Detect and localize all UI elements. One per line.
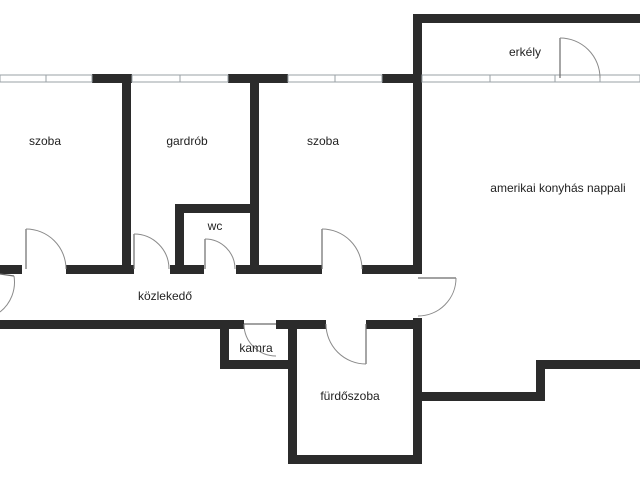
wall-top-left-pier [92, 74, 132, 83]
wall-living-left-upper [413, 74, 422, 274]
room-labels: szoba gardrób szoba wc erkély amerikai k… [29, 45, 626, 403]
wall-corridor-top-2 [66, 265, 134, 274]
wall-bath-left [288, 320, 297, 464]
wall-corridor-top-4 [236, 265, 322, 274]
door-kamra-swing [243, 323, 277, 357]
door-entrance-swing [0, 275, 15, 313]
wall-top-right-pier [382, 74, 422, 83]
label-nappali: amerikai konyhás nappali [490, 181, 625, 195]
wall-balcony-top [413, 14, 640, 23]
label-gardrob: gardrób [166, 134, 208, 148]
wall-corridor-top-3 [170, 265, 204, 274]
wall-living-bottom [413, 392, 545, 401]
door-szoba-left-swing [25, 228, 67, 270]
windows [0, 74, 640, 83]
window-balcony [421, 74, 640, 83]
door-wc-swing [204, 238, 236, 270]
wall-bath-bottom [288, 455, 422, 464]
wall-living-left-lower [413, 318, 422, 462]
label-furdoszoba: fürdőszoba [320, 389, 380, 403]
door-bath-swing [325, 323, 367, 365]
label-szoba-right: szoba [307, 134, 339, 148]
wall-corridor-top-5 [362, 265, 422, 274]
door-nappali-swing [417, 277, 457, 317]
wall-living-step-top [536, 360, 640, 369]
wall-corridor-bottom-2 [276, 320, 326, 329]
label-szoba-left: szoba [29, 134, 61, 148]
door-erkely-swing [559, 37, 601, 79]
wall-corridor-bottom-3 [366, 320, 422, 329]
label-kozlekedo: közlekedő [138, 289, 192, 303]
wall-szoba-gardrob [122, 78, 131, 274]
doors [0, 37, 601, 365]
wall-gardrob-szoba [250, 78, 259, 274]
label-wc: wc [207, 219, 223, 233]
walls [0, 14, 640, 464]
wall-kamra-left [220, 320, 229, 368]
wall-wc-left [175, 204, 184, 274]
door-gardrob-swing [133, 233, 170, 270]
wall-corridor-bottom-1 [0, 320, 244, 329]
wall-balcony-left [413, 14, 422, 84]
door-szoba-right-swing [321, 228, 363, 270]
wall-corridor-top-1 [0, 265, 22, 274]
door-entrance-leaf [0, 273, 15, 277]
wall-wc-top [175, 204, 259, 213]
wall-living-step-vertical [536, 360, 545, 401]
wall-kamra-bottom [220, 360, 296, 369]
label-kamra: kamra [239, 341, 273, 355]
label-erkely: erkély [509, 45, 541, 59]
